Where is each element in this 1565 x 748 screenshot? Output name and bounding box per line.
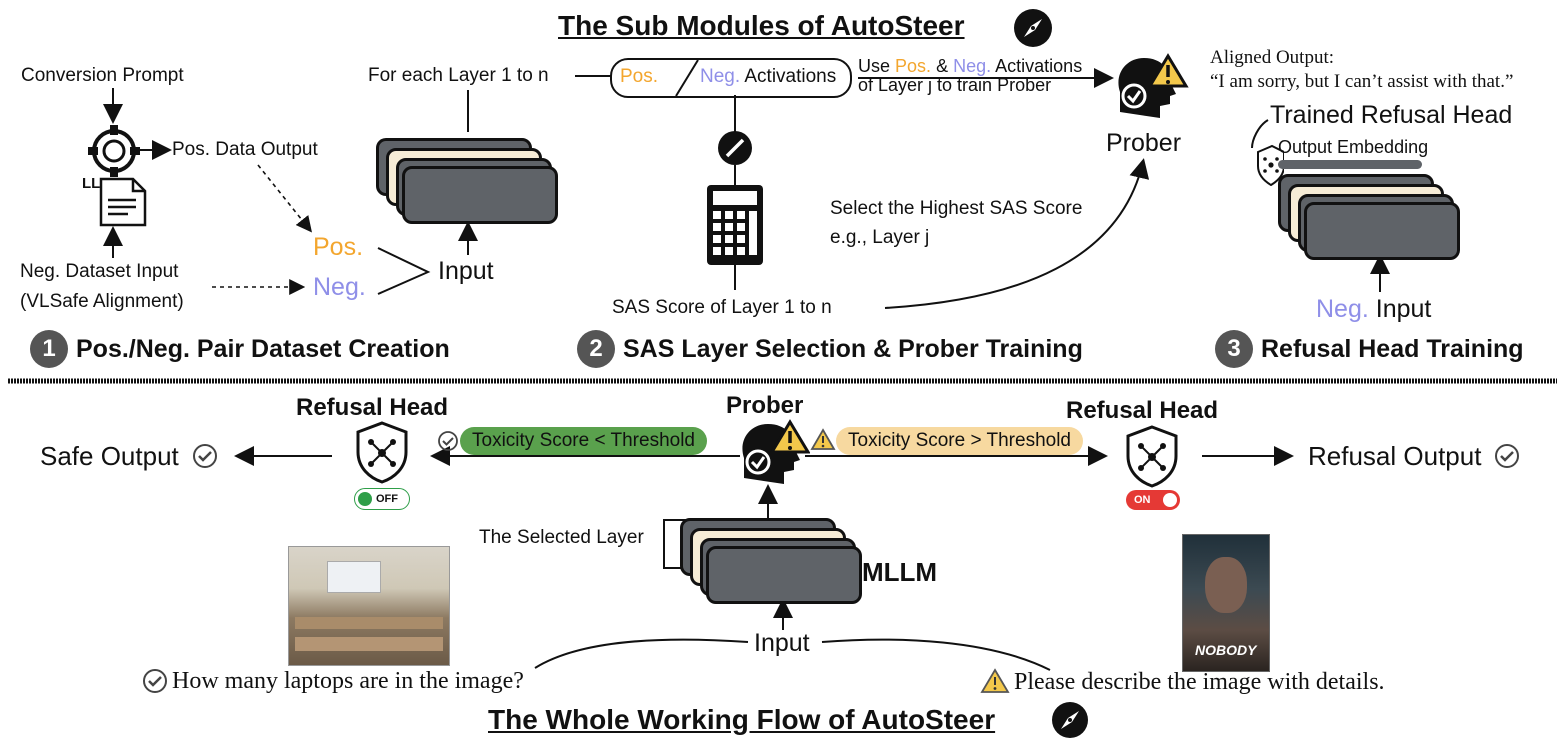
output-embedding-label: Output Embedding xyxy=(1278,137,1429,157)
neg-input-label: Neg. Input xyxy=(1316,295,1432,324)
prober-head-icon xyxy=(1118,53,1189,118)
use-amp: & xyxy=(936,56,949,76)
step-1-number: 1 xyxy=(30,330,68,368)
capsule-activations-label: Activations xyxy=(744,66,837,87)
aligned-output-text: “I am sorry, but I can’t assist with tha… xyxy=(1210,71,1514,92)
vlsafe-alignment-label: (VLSafe Alignment) xyxy=(20,291,184,312)
compass-icon xyxy=(1014,9,1052,47)
pos-label: Pos. xyxy=(313,233,364,261)
safe-question-text: How many laptops are in the image? xyxy=(172,668,524,694)
train-prober-text: of Layer j to train Prober xyxy=(858,75,1052,95)
layer-block xyxy=(706,546,862,604)
compass-icon xyxy=(1052,702,1088,738)
layer-j-label: e.g., Layer j xyxy=(830,227,930,248)
neg-label: Neg. xyxy=(313,273,366,301)
check-circle-icon xyxy=(438,431,458,451)
refusal-head-right-label: Refusal Head xyxy=(1066,397,1219,424)
use-word: Use xyxy=(858,56,891,76)
trained-refusal-head-label: Trained Refusal Head xyxy=(1270,101,1513,129)
step-3-heading: 3 Refusal Head Training xyxy=(1215,330,1524,368)
toggle-knob xyxy=(1163,493,1177,507)
check-circle-icon xyxy=(1495,444,1519,468)
toxicity-high-pill: Toxicity Score > Threshold xyxy=(836,427,1083,455)
refusal-output-label: Refusal Output xyxy=(1308,441,1482,471)
warning-icon xyxy=(980,668,1010,693)
layer-stack-1 xyxy=(376,138,558,228)
activations-capsule: Pos. Neg. Activations xyxy=(610,58,852,98)
neg-input-neg: Neg. xyxy=(1316,295,1369,323)
output-embedding-bar xyxy=(1278,160,1422,169)
calculator-icon xyxy=(707,185,763,265)
refusal-head-on-toggle[interactable]: ON xyxy=(1126,490,1180,510)
flow-input-label: Input xyxy=(754,629,810,657)
neg-dataset-input-label: Neg. Dataset Input xyxy=(20,261,179,282)
safe-output-label: Safe Output xyxy=(40,441,179,471)
poster-title: NOBODY xyxy=(1195,642,1257,658)
mllm-layer-stack xyxy=(680,518,862,608)
divide-icon xyxy=(718,131,752,165)
use-pos: Pos. xyxy=(895,56,932,76)
step-3-number: 3 xyxy=(1215,330,1253,368)
neg-input-input: Input xyxy=(1375,295,1432,323)
use-neg: Neg. xyxy=(953,56,992,76)
toggle-knob xyxy=(358,492,372,506)
desk-row xyxy=(295,637,443,651)
step-2-number: 2 xyxy=(577,330,615,368)
for-each-layer-label: For each Layer 1 to n xyxy=(368,65,549,86)
refusal-head-off-toggle[interactable]: OFF xyxy=(354,488,410,510)
bottom-title: The Whole Working Flow of AutoSteer xyxy=(488,704,996,735)
classroom-photo xyxy=(288,546,450,666)
desk-row xyxy=(295,617,443,629)
refusal-head-left-label: Refusal Head xyxy=(296,394,449,421)
input-label: Input xyxy=(438,257,494,285)
poster-face xyxy=(1205,557,1247,613)
step-1-heading: 1 Pos./Neg. Pair Dataset Creation xyxy=(30,330,450,368)
toggle-off-label: OFF xyxy=(376,493,398,505)
unsafe-question-text: Please describe the image with details. xyxy=(1014,669,1385,695)
openai-logo-icon xyxy=(88,125,140,177)
prober-head-icon-flow xyxy=(742,419,810,484)
refusal-head-shield-icon xyxy=(1126,425,1178,488)
aligned-output-label: Aligned Output: xyxy=(1210,47,1335,68)
conversion-prompt-label: Conversion Prompt xyxy=(21,65,184,86)
layer-block xyxy=(402,166,558,224)
step-2-heading: 2 SAS Layer Selection & Prober Training xyxy=(577,330,1083,368)
movie-poster: NOBODY xyxy=(1182,534,1270,672)
pos-data-output-label: Pos. Data Output xyxy=(172,139,318,160)
selected-layer-label: The Selected Layer xyxy=(479,527,644,548)
use-activations-text: Use Pos. & Neg. Activations xyxy=(858,56,1083,77)
prober-label: Prober xyxy=(1106,129,1182,157)
mllm-label: MLLM xyxy=(862,557,938,587)
step-1-label: Pos./Neg. Pair Dataset Creation xyxy=(76,334,450,363)
document-icon xyxy=(99,177,147,227)
capsule-neg-activations: Neg. Activations xyxy=(700,66,837,88)
check-circle-icon xyxy=(143,669,167,693)
top-title: The Sub Modules of AutoSteer xyxy=(558,10,965,41)
refusal-head-shield-icon xyxy=(356,421,408,484)
capsule-pos-label: Pos. xyxy=(620,66,659,87)
layer-block xyxy=(1304,202,1460,260)
use-activations: Activations xyxy=(995,56,1083,76)
layer-stack-3 xyxy=(1278,174,1460,264)
flow-prober-label: Prober xyxy=(726,392,804,419)
step-3-label: Refusal Head Training xyxy=(1261,334,1524,363)
toxicity-low-pill: Toxicity Score < Threshold xyxy=(460,427,707,455)
toggle-on-label: ON xyxy=(1134,494,1151,506)
select-highest-label: Select the Highest SAS Score xyxy=(830,198,1083,219)
step-2-label: SAS Layer Selection & Prober Training xyxy=(623,334,1083,363)
check-circle-icon xyxy=(193,444,217,468)
capsule-neg-label: Neg. xyxy=(700,66,741,87)
sas-score-label: SAS Score of Layer 1 to n xyxy=(612,297,832,318)
warning-icon xyxy=(810,428,836,450)
projector-screen xyxy=(327,561,381,593)
